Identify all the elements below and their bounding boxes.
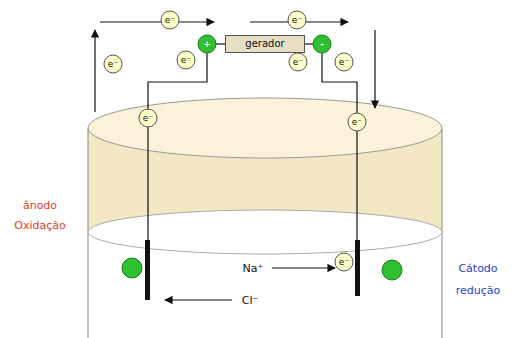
process-name: redução [454, 284, 503, 297]
liquid-surface [88, 210, 442, 254]
circle-label: e⁻ [181, 56, 191, 65]
electrode-name: Cátodo [456, 262, 499, 275]
circle-label: e⁻ [108, 60, 118, 69]
ion [122, 258, 142, 278]
circle-label: + [203, 40, 211, 49]
ion-label: Na⁺ [241, 262, 266, 275]
electron: e⁻ [347, 112, 367, 132]
cathode-electrode [355, 240, 360, 296]
circle-shape [104, 55, 122, 73]
wire [322, 53, 357, 292]
ion-label: Cl⁻ [240, 294, 261, 307]
circle-shape [198, 35, 216, 53]
circle-label: e⁻ [293, 58, 303, 67]
electron: e⁻ [176, 50, 196, 70]
electron: e⁻ [103, 54, 123, 74]
ion [382, 260, 402, 280]
flow-arrow [374, 30, 375, 108]
electron: e⁻ [288, 52, 308, 72]
anode-electrode [145, 240, 150, 300]
ion-arrow [165, 299, 232, 300]
circle-label: e⁻ [143, 114, 153, 123]
wire [148, 53, 207, 292]
wire [305, 43, 313, 44]
electron: e⁻ [138, 108, 158, 128]
circle-label: - [320, 40, 324, 49]
electron: e⁻ [334, 252, 354, 272]
generator-box: gerador [225, 35, 305, 53]
circle-label: e⁻ [292, 16, 302, 25]
circle-shape [139, 109, 157, 127]
circle-label: e⁻ [339, 258, 349, 267]
electron: e⁻ [287, 10, 307, 30]
circle-shape [348, 113, 366, 131]
flow-arrow [100, 21, 214, 22]
flow-arrow [94, 30, 95, 112]
vessel-rim [88, 98, 442, 158]
circle-label: e⁻ [165, 16, 175, 25]
circle-shape [335, 253, 353, 271]
terminal: + [197, 34, 217, 54]
circle-shape [161, 11, 179, 29]
circle-shape [313, 35, 331, 53]
electron: e⁻ [160, 10, 180, 30]
electrode-name: ânodo [21, 199, 59, 212]
circle-shape [335, 53, 353, 71]
wire [216, 43, 225, 44]
circle-label: e⁻ [339, 58, 349, 67]
electron: e⁻ [334, 52, 354, 72]
process-name: Oxidação [12, 219, 67, 232]
circle-shape [288, 11, 306, 29]
ion-arrow [272, 267, 335, 268]
terminal: - [312, 34, 332, 54]
circle-shape [289, 53, 307, 71]
circle-shape [177, 51, 195, 69]
box-label: gerador [245, 39, 284, 49]
circle-label: e⁻ [352, 118, 362, 127]
